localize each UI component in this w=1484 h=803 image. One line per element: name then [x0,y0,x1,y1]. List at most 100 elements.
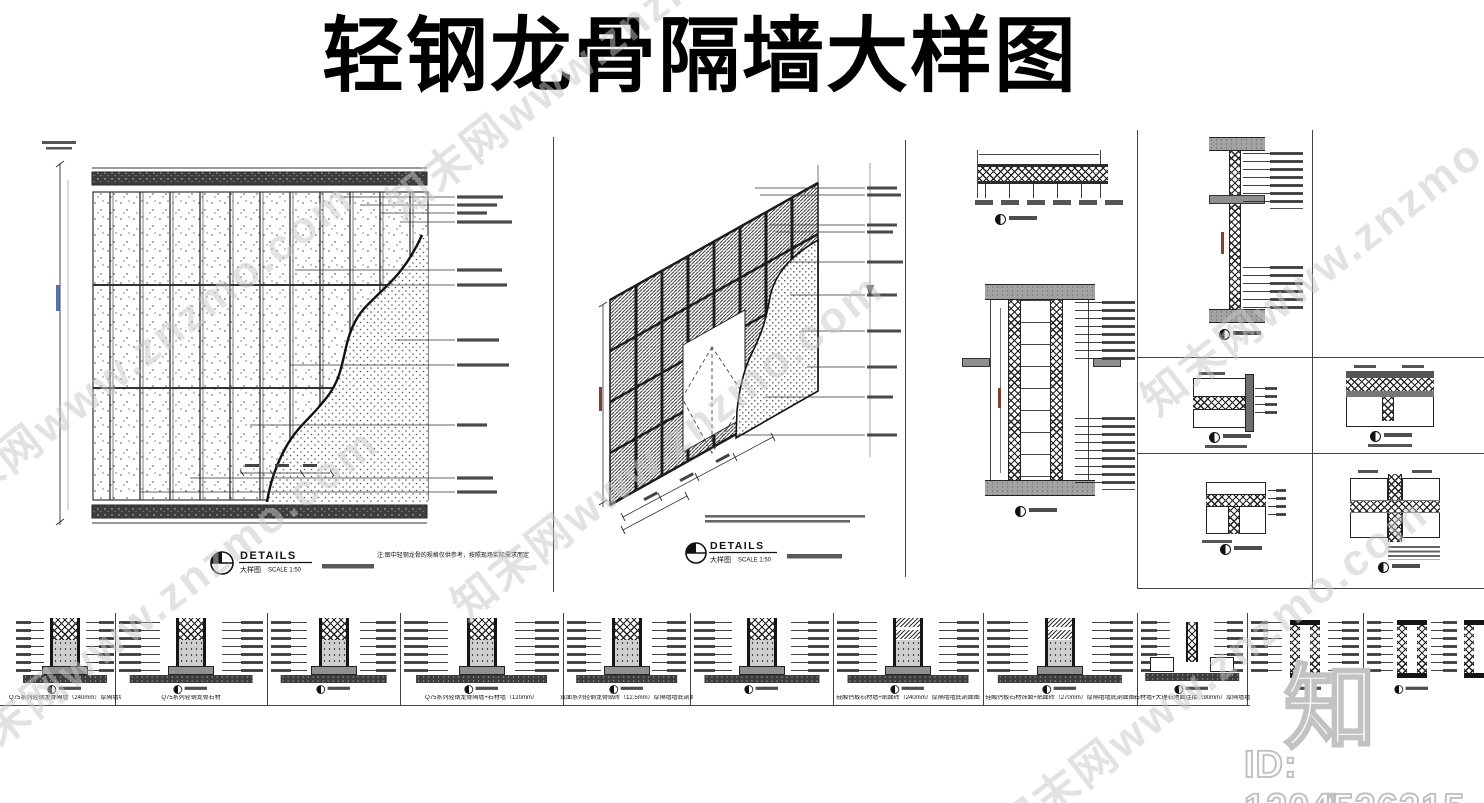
mini-titleblock [315,685,351,694]
leader-cluster [987,621,1029,672]
side-box [1209,657,1234,672]
leader-cluster [119,621,160,672]
elevation-note: 注:图中轻钢龙骨的规格仅供参考，按照现场实际需求而定 [377,551,529,559]
divider-line [1137,613,1138,705]
floor-slab [1209,309,1265,323]
cavity-bracing [1021,300,1050,480]
leader-cluster [86,621,114,672]
floor-slab [1145,673,1239,681]
horizontal-insulation-band [1350,500,1440,513]
plan-pair-detail [1250,612,1360,705]
axon-dimensions [598,301,865,535]
mini-titleblock [463,685,499,694]
wall-core-stone [1045,618,1075,666]
corner-detail [1185,370,1280,448]
leader-cluster [938,621,980,672]
label-bar [1199,372,1225,375]
base-detail: 硅酸钙板石材饰面+贴面砖（270mm）厚隔墙墙底剖面图 [985,612,1135,705]
floor-slab [703,675,820,683]
leader-cluster [1075,301,1135,362]
leader-cluster [567,621,601,672]
divider-line [0,705,1250,706]
brand-logo: 知末 [1283,657,1387,803]
extension-line [977,150,978,198]
axon-wall [609,163,874,507]
mini-titleblock [1394,685,1429,694]
wall-core [176,618,206,666]
wall-core [50,618,80,666]
skirting-base [310,666,357,675]
mini-titleblock [47,685,82,694]
ceiling-slab [1209,137,1265,151]
wall-face-line [990,300,991,480]
branch-stud [1228,507,1240,534]
floor-slab [847,675,969,683]
leader-cluster [1091,621,1134,672]
leader-cluster [515,621,559,672]
plan-section-detail [965,148,1140,243]
wall-core [611,618,642,666]
skirting-base [42,666,88,675]
caption-bar [1368,444,1412,447]
leader-cluster [1251,621,1282,672]
base-detail [270,612,397,705]
divider-line [400,613,401,705]
skirting-base [458,666,505,675]
finish-band [1346,391,1434,397]
mini-titleblock [1174,685,1209,694]
dimension-line [979,154,1099,155]
divider-line [690,613,691,705]
axon-leaders [737,186,903,437]
floor-slab [985,480,1095,496]
leader-cluster [694,621,733,672]
leader-cluster [837,621,878,672]
divider-line [553,137,554,592]
stud-insulation-strip [1229,151,1241,309]
leader-drops [985,184,1095,198]
detail-caption: Q75系列轻钢龙骨隔墙（240mm）厚隔墙墙底剖面图 [9,695,121,701]
detail-caption: 硅酸钙板石材墙+贴面砖（240mm）厚隔墙墙底剖面图 [836,695,980,701]
skirting-base [738,666,785,675]
leader-cluster [1431,621,1457,672]
elevation-structure [91,167,429,524]
base-detail: Q75系列轻钢龙骨石材 [118,612,264,705]
label-bar [1354,365,1376,368]
floor-slab [997,675,1123,683]
stud-insulation-strip [1008,300,1021,480]
watermark-id: ID: 1204526215 [1243,743,1465,803]
leader-cluster [1367,621,1393,672]
floor-slab [415,675,548,683]
double-stud-plan [1397,620,1427,678]
leader-cluster [1268,489,1286,520]
elevation-titleblock: DETAILS 大样图 SCALE 1:50 [210,550,374,575]
mini-titleblock [995,214,1039,225]
divider-line [1137,453,1484,454]
leader-cluster [1243,152,1303,209]
skirting-base [603,666,650,675]
wall-core [318,618,349,666]
insulation-band [1346,378,1434,391]
wall-core-stone [893,618,923,666]
leader-cluster [790,621,830,672]
mini-titleblock [890,685,925,694]
wall-face-line [1088,300,1089,480]
divider-line [1137,588,1484,589]
skirting-base [1037,666,1083,675]
wall-section-detail [960,278,1138,528]
dimension-text [998,388,1001,408]
leader-labels [975,200,1125,205]
leader-cluster [360,621,396,672]
floor-slab [575,675,678,683]
mini-titleblock [743,685,779,694]
leader-cluster [404,621,448,672]
detail-caption: Q75系列轻钢龙骨隔墙+石材墙（120mm） [425,695,538,701]
floor-slab [280,675,387,683]
leader-cluster [1243,266,1303,309]
ceiling-slab [985,284,1095,300]
elevation-dimensions [42,141,335,526]
stud-insulation-strip [1050,300,1063,480]
wall-core [466,618,497,666]
axon-titleblock: DETAILS 大样图 SCALE 1:50 [685,540,842,564]
double-stud-plan [1290,620,1320,678]
leader-cluster [1255,387,1278,414]
